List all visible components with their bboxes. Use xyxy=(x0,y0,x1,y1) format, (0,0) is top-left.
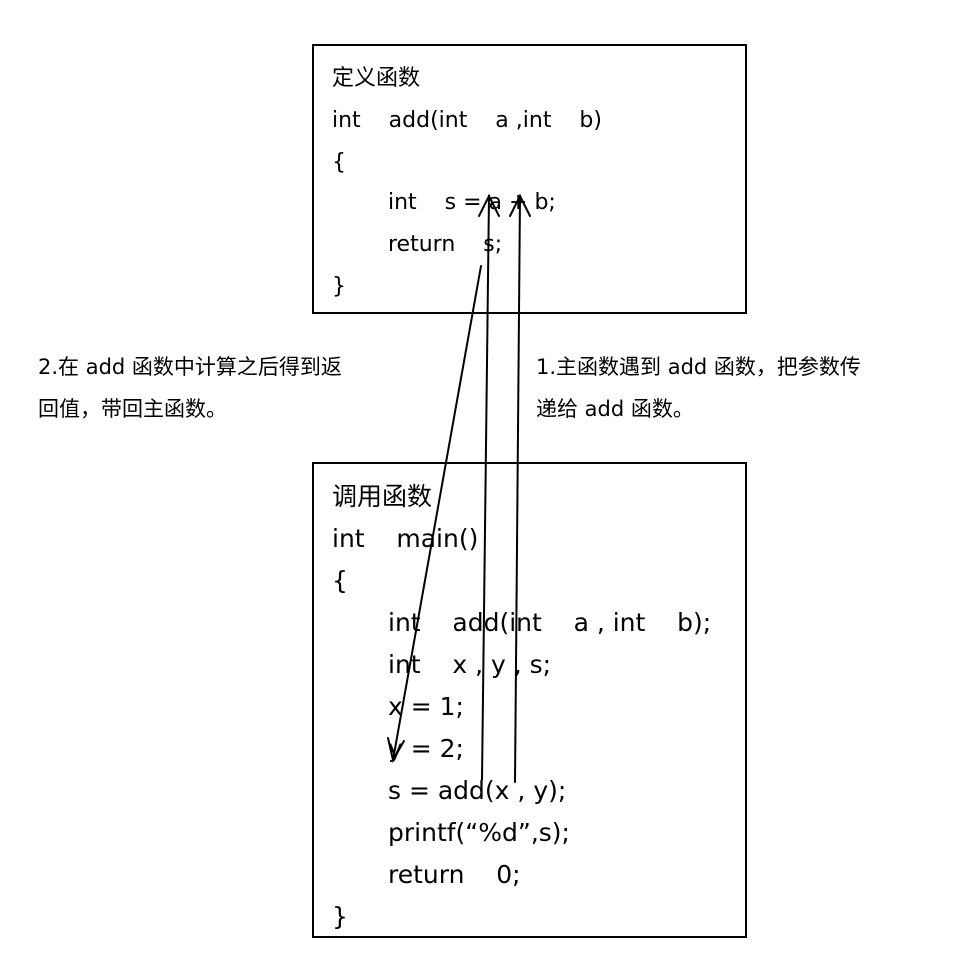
definition-signature: int add(int a ,int b) xyxy=(332,108,602,133)
x-assignment: x = 1; xyxy=(388,692,464,721)
call-title: 调用函数 xyxy=(332,482,433,511)
parameter-passing-note-line1: 1.主函数遇到 add 函数，把参数传 xyxy=(536,355,861,379)
add-declaration: int add(int a , int b); xyxy=(388,608,712,637)
definition-title: 定义函数 xyxy=(332,66,421,91)
main-signature: int main() xyxy=(332,524,479,553)
main-return-statement: return 0; xyxy=(388,860,521,889)
main-close-brace: } xyxy=(332,902,348,931)
printf-statement: printf(“%d”,s); xyxy=(388,818,570,847)
parameter-passing-note: 1.主函数遇到 add 函数，把参数传 递给 add 函数。 xyxy=(536,346,946,430)
variable-declaration: int x , y , s; xyxy=(388,650,552,679)
return-value-note: 2.在 add 函数中计算之后得到返 回值，带回主函数。 xyxy=(38,346,468,430)
parameter-passing-note-line2: 递给 add 函数。 xyxy=(536,397,694,421)
definition-return-statement: return s; xyxy=(388,232,503,257)
function-definition-box: 定义函数 int add(int a ,int b) { int s = a +… xyxy=(312,44,747,314)
y-assignment: y = 2; xyxy=(388,734,464,763)
definition-sum-statement: int s = a + b; xyxy=(388,190,556,215)
return-value-note-line2: 回值，带回主函数。 xyxy=(38,397,227,421)
add-call-statement: s = add(x , y); xyxy=(388,776,567,805)
definition-close-brace: } xyxy=(332,274,346,299)
function-call-box: 调用函数 int main() { int add(int a , int b)… xyxy=(312,462,747,938)
main-open-brace: { xyxy=(332,566,348,595)
definition-open-brace: { xyxy=(332,150,346,175)
return-value-note-line1: 2.在 add 函数中计算之后得到返 xyxy=(38,355,342,379)
